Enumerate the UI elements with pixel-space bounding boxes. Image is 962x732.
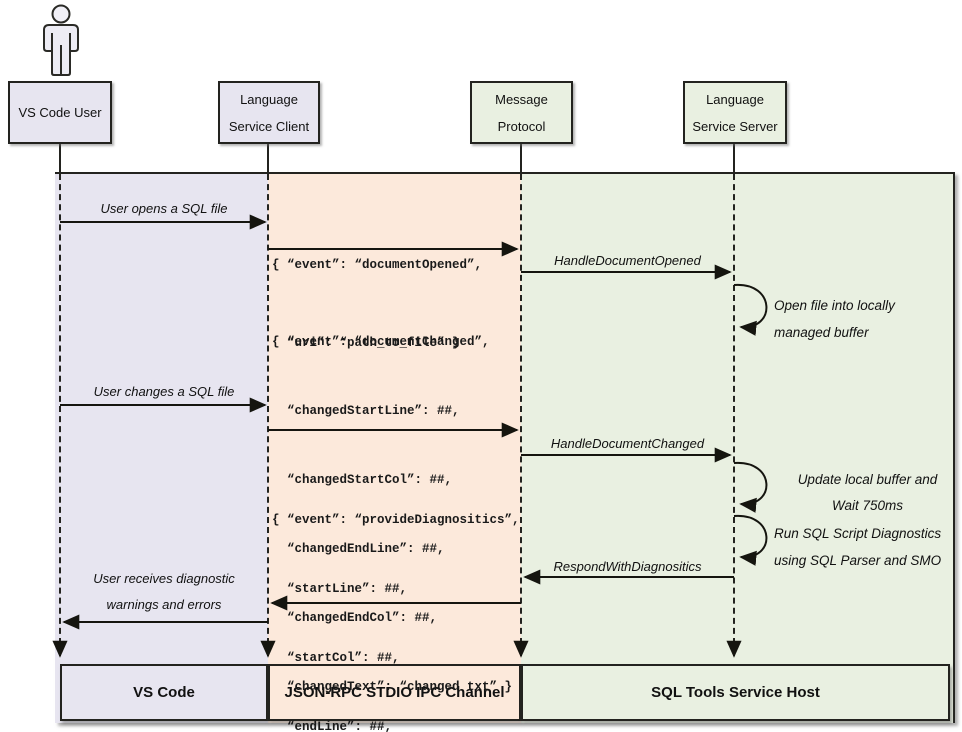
lane-ipc-channel [268,174,521,723]
payload-document-changed: { “event”: “documentChanged”, “changedSt… [272,285,512,732]
lifeline-protocol-stub [520,144,522,174]
actor-box-vscode-user: VS Code User [8,81,112,144]
payload-line: “startCol”: ##, [272,651,400,665]
lane-band [55,172,955,723]
payload-document-opened: { “event”: “documentOpened”, “uri”: “pat… [272,200,482,408]
footer-box-vscode: VS Code [60,664,268,721]
footer-label: SQL Tools Service Host [651,684,820,701]
payload-line: “endLine”: ##, [272,720,393,732]
payload-line: “changedEndCol”: ##, [272,611,438,625]
footer-box-service-host: SQL Tools Service Host [521,664,950,721]
annotation-line: managed buffer [774,325,869,340]
payload-line: “changedStartLine”: ##, [272,404,460,418]
annotation-open-file: Open file into locally managed buffer [774,292,962,346]
actor-label-line1: Language [706,91,764,107]
annotation-update-buffer: Update local buffer and Wait 750ms [770,467,962,519]
annotation-line: Wait 750ms [831,498,904,513]
payload-line: “uri”: “path_to_file” } [272,336,460,350]
label-handle-document-opened: HandleDocumentOpened [554,253,701,268]
payload-line: “startLine”: ##, [272,582,408,596]
lifeline-client [267,174,269,644]
footer-label: JSON-RPC STDIO IPC Channel [284,684,505,701]
lane-vscode [55,174,268,723]
label-user-changes-file: User changes a SQL file [93,384,235,399]
user-actor-icon [43,4,79,76]
lifeline-server [733,174,735,644]
label-respond-with-diagnostics: RespondWithDiagnositics [553,559,702,574]
annotation-line: using SQL Parser and SMO [774,553,942,568]
lane-service-host [521,174,953,723]
actor-box-language-service-client: Language Service Client [218,81,320,144]
footer-box-ipc-channel: JSON-RPC STDIO IPC Channel [268,664,521,721]
label-user-receives-diagnostics: User receives diagnostic warnings and er… [60,566,268,618]
payload-line: { “event”: “provideDiagnositics”, [272,513,520,527]
payload-line: “changedEndLine”: ##, [272,542,445,556]
payload-provide-diagnostics: { “event”: “provideDiagnositics”, “start… [272,463,520,732]
actor-label-line1: Language [240,91,298,107]
payload-line: { “event”: “documentOpened”, [272,258,483,272]
lifeline-protocol [520,174,522,644]
label-user-opens-file: User opens a SQL file [100,201,228,216]
actor-label-line1: Message [495,91,548,107]
footer-label: VS Code [133,684,195,701]
payload-line: “changedText”: “changed txt” } [272,680,513,694]
label-handle-document-changed: HandleDocumentChanged [550,436,705,451]
label-line: warnings and errors [106,597,222,612]
payload-line: { “event”: “documentChanged”, [272,335,490,349]
actor-label: VS Code User [18,105,102,120]
payload-line: “changedStartCol”: ##, [272,473,453,487]
lifeline-client-stub [267,144,269,174]
actor-label-line2: Service Server [692,118,778,134]
actor-box-message-protocol: Message Protocol [470,81,573,144]
actor-label-line2: Service Client [228,118,310,134]
annotation-run-diagnostics: Run SQL Script Diagnostics using SQL Par… [774,520,962,574]
lifeline-server-stub [733,144,735,174]
annotation-line: Update local buffer and [797,472,938,487]
lifeline-user-stub [59,144,61,174]
annotation-line: Open file into locally [774,298,895,313]
lifeline-user [59,174,61,644]
actor-label-line2: Protocol [497,118,546,134]
actor-box-language-service-server: Language Service Server [683,81,787,144]
annotation-line: Run SQL Script Diagnostics [774,526,942,541]
label-line: User receives diagnostic [93,571,235,586]
